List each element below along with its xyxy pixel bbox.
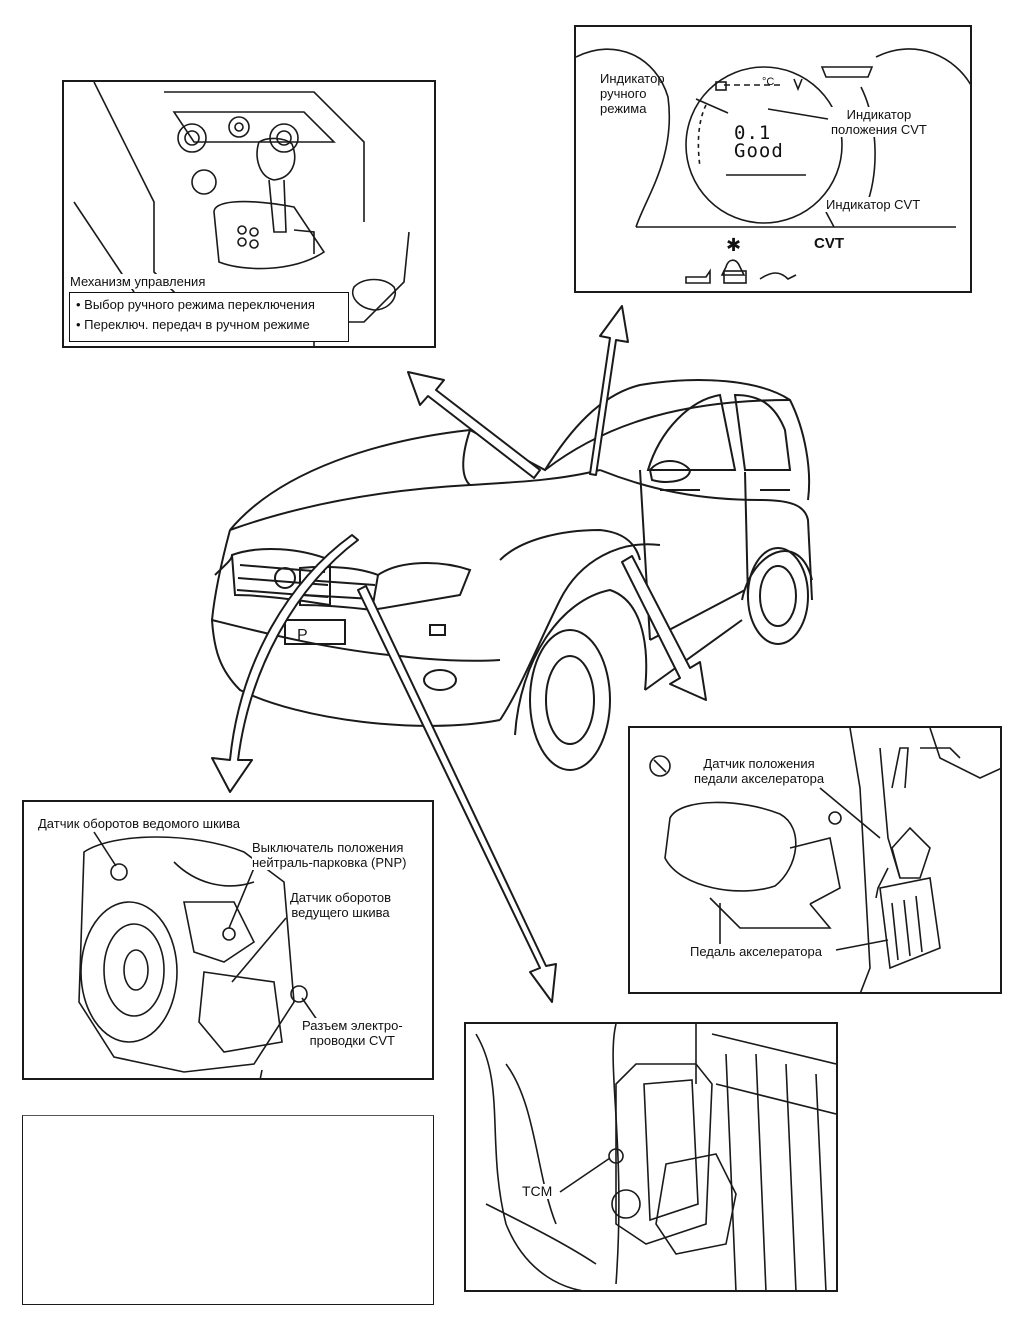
cluster-drawing: [576, 48, 970, 284]
pedal-drawing: [649, 728, 1000, 992]
cluster-panel: Индикатор ручного режима Индикатор полож…: [574, 25, 972, 293]
tcm-panel: TCM: [464, 1022, 838, 1292]
temp-unit: °C: [762, 76, 775, 88]
shifter-items-box: • Выбор ручного режима переключения • Пе…: [69, 292, 349, 342]
label-pnp-switch: Выключатель положения нейтраль-парковка …: [252, 840, 407, 870]
shifter-item-1: • Выбор ручного режима переключения: [76, 297, 315, 312]
arrow-to-cluster: [589, 305, 629, 476]
pedal-panel: Датчик положения педали акселератора Пед…: [628, 726, 1002, 994]
arrow-to-transmission: [211, 534, 359, 793]
display-line-1: 0.1: [734, 122, 772, 144]
shifter-panel: Механизм управления • Выбор ручного режи…: [62, 80, 436, 348]
arrow-to-shifter: [407, 371, 541, 479]
label-cvt-connector: Разъем электро- проводки CVT: [302, 1018, 403, 1048]
label-drive-pulley-sensor: Датчик оборотов ведущего шкива: [290, 890, 392, 920]
transmission-drawing: [78, 831, 325, 1078]
label-cvt-position: Индикатор положения CVT: [831, 107, 927, 137]
shifter-drawing: [73, 82, 410, 346]
label-accelerator-pedal: Педаль акселератора: [690, 944, 822, 959]
label-driven-pulley-sensor: Датчик оборотов ведомого шкива: [38, 816, 241, 831]
cvt-badge: CVT: [814, 235, 844, 252]
arrow-to-tcm: [357, 585, 557, 1003]
shifter-caption: Механизм управления: [70, 274, 210, 289]
blank-frame: [22, 1115, 434, 1305]
label-manual-indicator: Индикатор ручного режима: [600, 71, 665, 116]
display-line-2: Good: [734, 140, 784, 162]
tcm-drawing: [475, 1024, 836, 1290]
label-tcm: TCM: [522, 1183, 553, 1199]
shifter-item-2: • Переключ. передач в ручном режиме: [76, 317, 310, 332]
pointer-arrows: [211, 305, 707, 1003]
airbag-warning-icon: ✱: [726, 235, 742, 255]
svg-text:P: P: [297, 627, 308, 644]
arrow-to-pedal: [621, 555, 707, 701]
transmission-panel: Датчик оборотов ведомого шкива Выключате…: [22, 800, 434, 1080]
label-pedal-sensor: Датчик положения педали акселератора: [694, 756, 825, 786]
car-illustration: P: [210, 379, 813, 771]
label-cvt-indicator: Индикатор CVT: [826, 197, 921, 212]
